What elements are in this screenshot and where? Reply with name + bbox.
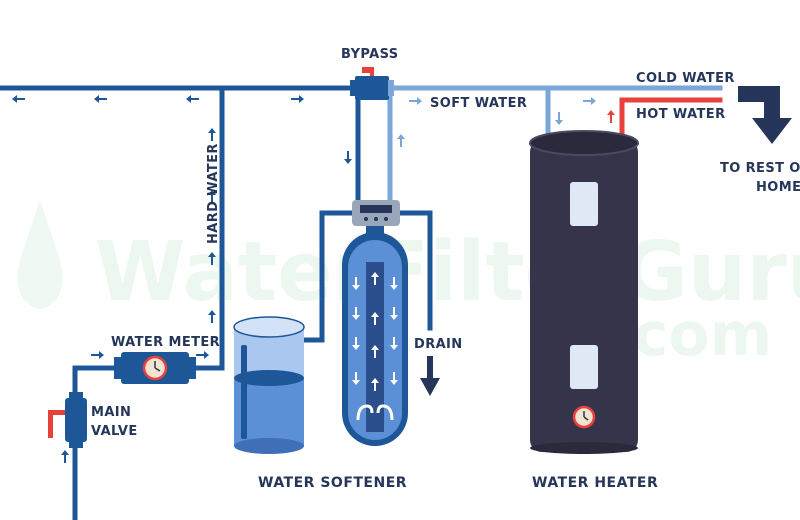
arrow-down-icon: [390, 307, 398, 320]
arrow-up-icon: [208, 252, 216, 265]
arrow-right-icon: [196, 351, 209, 359]
arrow-up-icon: [371, 345, 379, 358]
drain-arrow-icon: [420, 356, 440, 396]
water-heater-body: [530, 140, 638, 452]
bypass-label: BYPASS: [341, 47, 399, 62]
main-valve-label-line1: MAIN: [91, 405, 131, 420]
water-heater: [529, 130, 639, 454]
arrow-left-icon: [94, 95, 107, 103]
arrow-right-icon: [409, 97, 422, 105]
arrow-down-icon: [352, 372, 360, 385]
arrow-up-icon: [371, 312, 379, 325]
main-valve-body: [65, 398, 87, 442]
arrow-up-icon: [371, 272, 379, 285]
arrow-up-icon: [61, 450, 69, 463]
arrow-up-icon: [397, 134, 405, 147]
watermark-text: WaterFilterGuru: [95, 225, 800, 320]
water-meter: [114, 352, 196, 384]
bypass-valve: [350, 67, 394, 100]
main-valve-handle: [48, 410, 53, 438]
arrow-up-icon: [208, 128, 216, 141]
bypass-handle: [362, 67, 374, 73]
to-rest-label-line2: HOME: [756, 180, 800, 195]
arrow-left-icon: [12, 95, 25, 103]
main-valve-label-line2: VALVE: [91, 424, 138, 439]
arrow-down-icon: [352, 307, 360, 320]
hot-water-label: HOT WATER: [636, 107, 726, 122]
drain-label: DRAIN: [414, 337, 463, 352]
heater-upper-panel: [570, 182, 598, 226]
arrow-down-icon: [390, 372, 398, 385]
flow-arrows: [12, 95, 615, 463]
arrow-down-icon: [352, 277, 360, 290]
cold-water-label: COLD WATER: [636, 71, 735, 86]
softener-flow-arrows: [352, 272, 398, 391]
arrow-right-icon: [91, 351, 104, 359]
arrow-down-icon: [390, 337, 398, 350]
arrow-down-icon: [352, 337, 360, 350]
arrow-up-icon: [208, 310, 216, 323]
water-heater-label: WATER HEATER: [532, 475, 658, 491]
hard-water-label: HARD WATER: [206, 143, 221, 244]
arrow-down-icon: [555, 112, 563, 125]
bypass-body: [355, 76, 389, 100]
arrow-down-icon: [390, 277, 398, 290]
arrow-left-icon: [186, 95, 199, 103]
brine-well: [241, 345, 247, 439]
soft-water-pipes: [385, 85, 723, 207]
brine-tank: [233, 316, 305, 454]
arrow-up-icon: [371, 378, 379, 391]
water-softener-label: WATER SOFTENER: [258, 475, 407, 491]
soft-water-label: SOFT WATER: [430, 96, 527, 111]
to-rest-arrow-icon: [738, 86, 792, 144]
main-valve: [48, 392, 87, 448]
to-rest-label-line1: TO REST OF: [720, 161, 800, 176]
heater-lower-panel: [570, 345, 598, 389]
arrow-right-icon: [583, 97, 596, 105]
arrow-up-icon: [607, 110, 615, 123]
hot-water-pipe: [619, 97, 723, 143]
arrow-up-icon: [208, 190, 216, 203]
water-meter-label: WATER METER: [111, 335, 220, 350]
arrow-down-icon: [344, 151, 352, 164]
arrow-right-icon: [291, 95, 304, 103]
